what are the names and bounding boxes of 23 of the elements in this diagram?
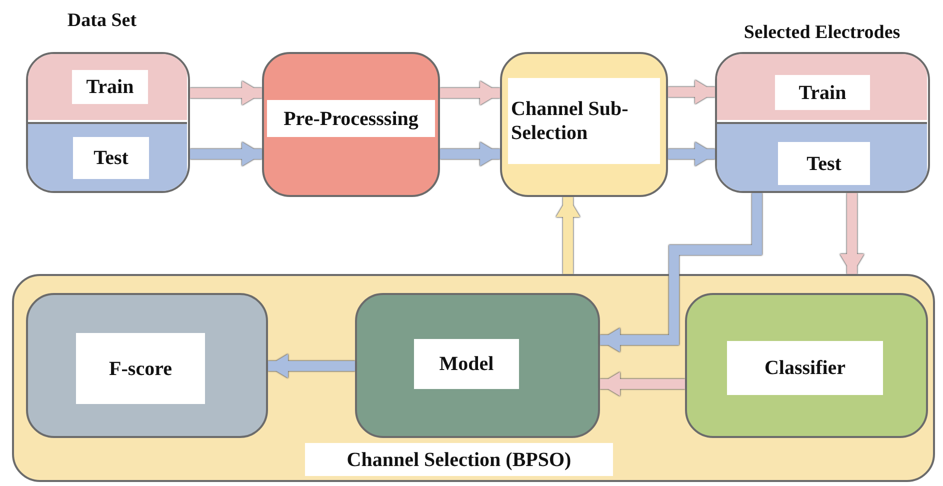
block-arrow [600,193,762,352]
box-label: Test [73,137,149,179]
box-label: Train [72,70,148,104]
block-arrow [190,81,262,105]
box-label: Pre-Processsing [267,100,435,137]
block-arrow [600,372,685,396]
block-arrow [440,81,500,105]
box-heading: Data Set [66,8,138,33]
block-arrow [668,142,715,166]
box-label: F-score [76,333,205,404]
block-arrow [190,142,262,166]
block-arrow [840,193,864,274]
block-arrow [268,354,355,378]
box-label: Classifier [727,341,883,395]
box-label: Train [775,75,870,110]
box-label: Model [414,339,519,389]
box-heading: Selected Electrodes [742,20,902,45]
block-arrow [668,80,715,104]
block-arrow [440,142,500,166]
box-label: Channel Sub-Selection [508,78,660,164]
box-label: Test [778,142,870,185]
box-label: Channel Selection (BPSO) [305,443,613,476]
block-arrow [556,197,580,274]
